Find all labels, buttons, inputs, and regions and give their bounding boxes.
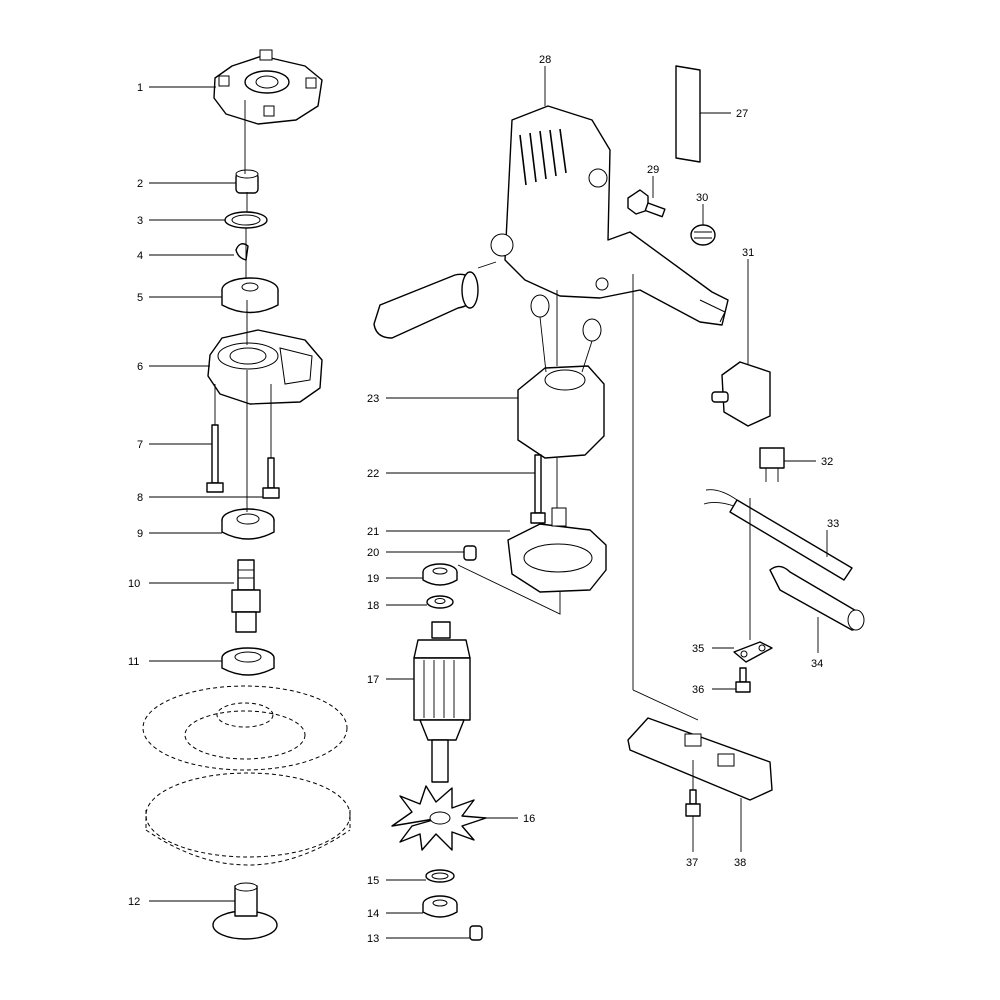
part-9-ball-bearing [221, 508, 275, 540]
part-20-rubber-pin [463, 545, 477, 561]
part-15-retaining-ring [425, 869, 455, 883]
callout-23: 23 [367, 393, 379, 405]
side-handle [373, 261, 497, 339]
callout-16: 16 [523, 813, 535, 825]
part-27-name-plate [675, 65, 701, 163]
callout-labels: 1 2 3 4 5 6 7 8 9 10 11 12 13 14 15 16 1… [128, 54, 839, 945]
part-8-pan-head-screw [262, 457, 280, 499]
callout-20: 20 [367, 547, 379, 559]
callout-1: 1 [137, 82, 143, 94]
part-37-screw [685, 789, 701, 817]
callout-5: 5 [137, 292, 143, 304]
callout-3: 3 [137, 215, 143, 227]
callout-8: 8 [137, 492, 143, 504]
part-30-brush-holder-cap [690, 224, 716, 246]
callout-10: 10 [128, 578, 140, 590]
callout-7: 7 [137, 439, 143, 451]
callout-34: 34 [811, 658, 823, 670]
part-11-oil-seal [221, 647, 275, 676]
callout-22: 22 [367, 468, 379, 480]
part-4-woodruff-key [235, 243, 249, 261]
part-35-cord-clamp [733, 641, 773, 663]
part-13-rubber-pin [469, 925, 483, 941]
part-10-spindle [231, 559, 261, 633]
callout-13: 13 [367, 933, 379, 945]
callout-4: 4 [137, 250, 143, 262]
part-2-bushing [235, 169, 259, 194]
callout-6: 6 [137, 361, 143, 373]
part-18-insulation-washer [426, 595, 454, 609]
polishing-pad-dashed [142, 685, 351, 866]
part-33-power-cord [703, 489, 853, 581]
part-34-strain-relief [769, 565, 865, 631]
part-22-screw [530, 454, 546, 524]
part-16-fan [391, 785, 487, 851]
callout-14: 14 [367, 908, 379, 920]
callout-17: 17 [367, 674, 379, 686]
part-3-retaining-ring [224, 211, 268, 229]
callout-leaders [149, 66, 828, 939]
callout-2: 2 [137, 178, 143, 190]
part-38-handle-cover [627, 717, 773, 801]
callout-15: 15 [367, 875, 379, 887]
part-7-pan-head-screw [206, 424, 224, 493]
callout-32: 32 [821, 456, 833, 468]
callout-27: 27 [736, 108, 748, 120]
part-17-armature [413, 621, 471, 783]
callout-29: 29 [647, 164, 659, 176]
callout-11: 11 [128, 656, 139, 668]
part-32-noise-suppressor [759, 447, 785, 482]
part-36-screw [735, 667, 751, 693]
part-6-gear-housing [207, 329, 323, 405]
callout-35: 35 [692, 643, 704, 655]
assembly-axis-lines [214, 100, 751, 790]
callout-30: 30 [696, 192, 708, 204]
callout-18: 18 [367, 600, 379, 612]
callout-12: 12 [128, 896, 140, 908]
callout-21: 21 [367, 526, 379, 538]
callout-31: 31 [742, 247, 754, 259]
part-29-hex-bolt [627, 189, 666, 218]
callout-38: 38 [734, 857, 746, 869]
callout-9: 9 [137, 528, 143, 540]
callout-28: 28 [539, 54, 551, 66]
part-19-ball-bearing [422, 563, 458, 586]
callout-19: 19 [367, 573, 379, 585]
part-31-switch [711, 361, 771, 427]
part-23-field-coil [517, 294, 605, 459]
part-5-spiral-bevel-gear [221, 277, 279, 314]
part-21-baffle-plate [507, 507, 607, 593]
part-12-lock-nut [212, 882, 278, 940]
callout-36: 36 [692, 684, 704, 696]
part-28-motor-housing [490, 105, 729, 326]
callout-37: 37 [686, 857, 698, 869]
part-14-ball-bearing [422, 895, 458, 918]
callout-33: 33 [827, 518, 839, 530]
part-1-bearing-box-cover [213, 49, 323, 125]
